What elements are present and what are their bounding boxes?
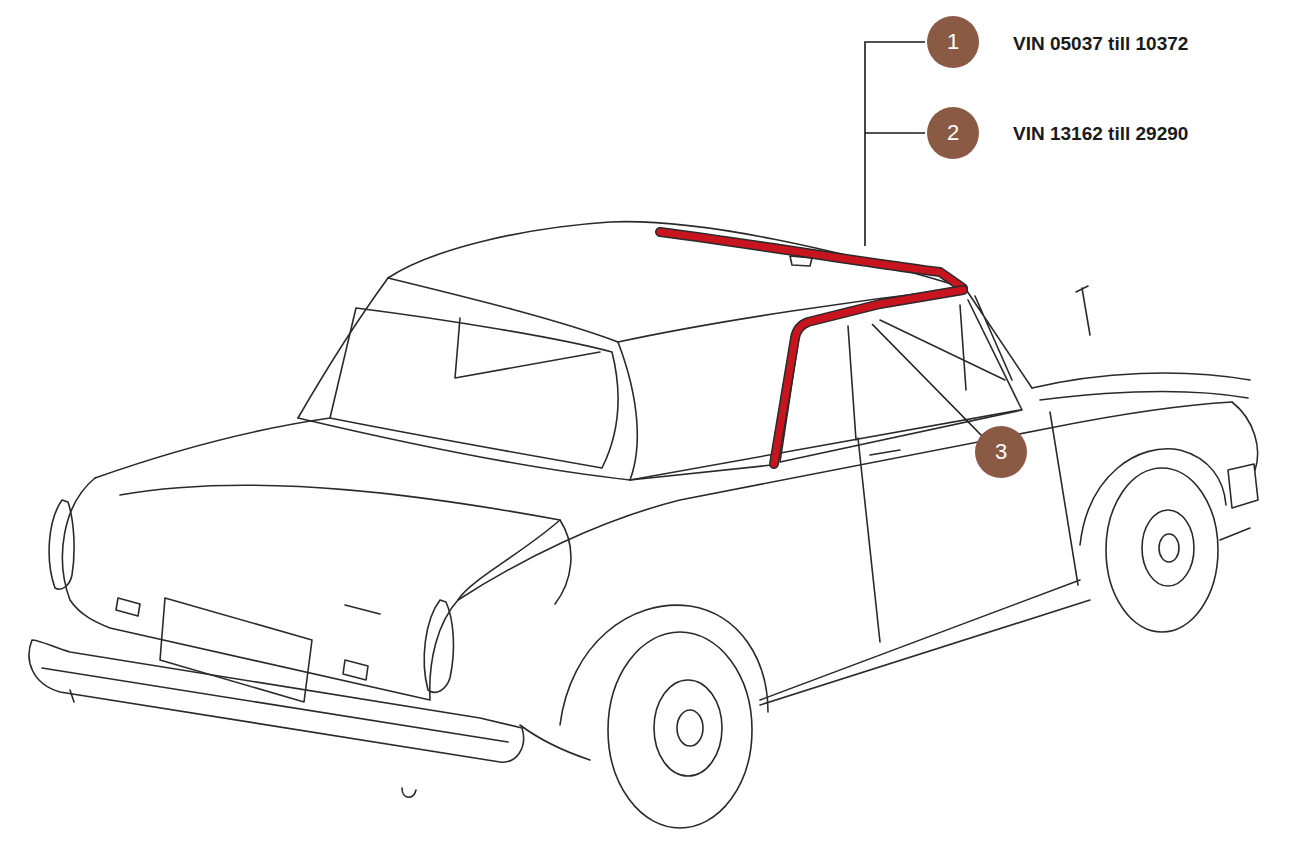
rear-hub (677, 710, 703, 746)
badge (345, 605, 380, 614)
bumper-line (42, 668, 508, 742)
car-line (29, 222, 1258, 828)
front-bumper (1228, 464, 1258, 508)
callout-text: 1 (947, 31, 959, 53)
window-frame (848, 305, 1005, 440)
lower-body (520, 580, 1080, 760)
front-tyre (1106, 468, 1218, 632)
door-seal-outline (774, 290, 963, 464)
callout-text: 3 (995, 441, 1007, 463)
c-pillar (298, 278, 388, 418)
rear-panel (62, 478, 560, 700)
tail-light-left (49, 500, 74, 589)
rear-window (330, 308, 618, 468)
sill-line (760, 528, 1250, 705)
door-handle (870, 450, 900, 455)
rear-wheel-arch (560, 605, 768, 725)
front-wing (1232, 402, 1258, 470)
callout-number: 1 (927, 16, 979, 68)
rear-deck (95, 418, 330, 478)
windscreen (965, 288, 1032, 388)
leader-line (872, 324, 982, 436)
exhaust (70, 690, 416, 797)
rear-bumper (29, 640, 524, 762)
front-hub (1159, 534, 1179, 562)
antenna (1076, 286, 1090, 335)
license-plate (160, 598, 312, 702)
car-line (865, 42, 982, 436)
reflector (343, 660, 368, 680)
vin-range-label: VIN 05037 till 10372 (1011, 33, 1190, 55)
bonnet (1032, 373, 1250, 400)
rear-wheel (654, 680, 722, 776)
rear-tyre (608, 632, 752, 828)
top-lower-edge (298, 418, 772, 480)
roof-outline (388, 222, 965, 288)
callout-number: 3 (975, 426, 1027, 478)
callout-number: 2 (927, 107, 979, 159)
vin-range-label: VIN 13162 till 29290 (1011, 123, 1190, 145)
roof-seal-outline (660, 232, 963, 288)
car-line (660, 232, 963, 464)
quarter-edge (618, 342, 637, 480)
trunk-lid (120, 485, 571, 604)
door-rear-edge (858, 438, 880, 642)
callout-text: 2 (947, 122, 959, 144)
tail-light-right (424, 600, 453, 692)
front-wheel (1142, 510, 1194, 586)
window-reflection (455, 318, 600, 378)
door-front-edge (1050, 412, 1078, 585)
roof-rear-edge (388, 278, 618, 342)
roof-seal (660, 232, 963, 288)
shoulder-line (458, 402, 1232, 600)
reflector (116, 598, 140, 616)
leader-bracket (865, 42, 925, 246)
door-seal (774, 290, 963, 464)
belt-line (630, 410, 1020, 480)
